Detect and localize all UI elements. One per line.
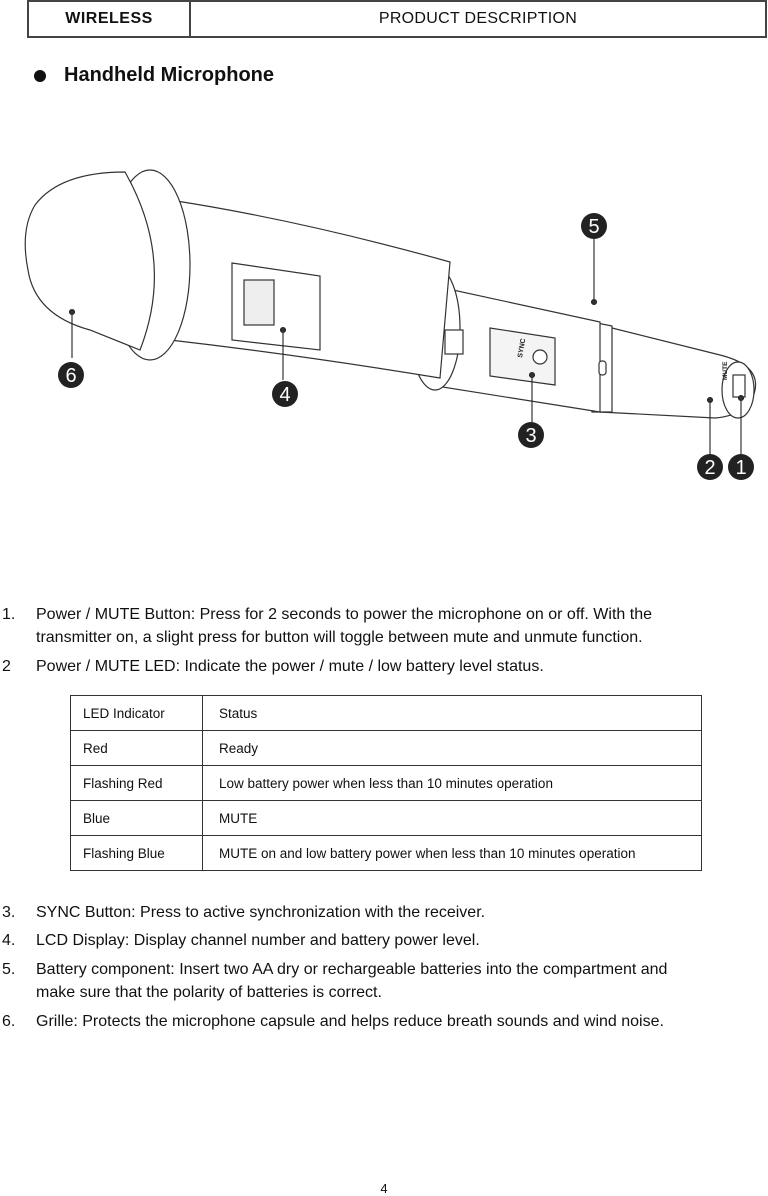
callout-5-label: 5 <box>588 216 599 238</box>
header-cell: LED Indicator <box>70 695 203 731</box>
item-text: Power / MUTE Button: Press for 2 seconds… <box>36 606 652 623</box>
item-text: Grille: Protects the microphone capsule … <box>36 1013 664 1030</box>
section-title: Handheld Microphone <box>64 64 274 86</box>
leader-dot <box>528 371 536 379</box>
item-text: make sure that the polarity of batteries… <box>36 984 382 1001</box>
header-cell: Status <box>202 695 702 731</box>
callout-5: 5 <box>581 213 607 239</box>
leader-dot <box>590 298 598 306</box>
table-row: Blue MUTE <box>70 800 702 836</box>
table-cell: MUTE <box>202 800 702 836</box>
led-status-table: LED Indicator Status Red Ready Flashing … <box>70 695 702 871</box>
section-heading: Handheld Microphone <box>34 64 274 87</box>
sync-label: SYNC <box>517 338 527 358</box>
item-number: 5. <box>2 961 16 978</box>
item-text: transmitter on, a slight press for butto… <box>36 629 643 646</box>
item-number: 2 <box>2 658 11 675</box>
table-cell: Red <box>70 730 203 766</box>
table-cell: Low battery power when less than 10 minu… <box>202 765 702 801</box>
item-text: LCD Display: Display channel number and … <box>36 932 480 949</box>
bullet-icon <box>34 69 46 82</box>
page-number: 4 <box>380 1181 388 1196</box>
callout-6-label: 6 <box>65 365 76 387</box>
mute-label: MUTE <box>722 361 729 380</box>
callout-2-label: 2 <box>704 457 715 479</box>
header-table: WIRELESS PRODUCT DESCRIPTION <box>27 0 767 38</box>
leader-dot <box>737 394 745 402</box>
header-title: PRODUCT DESCRIPTION <box>378 10 578 27</box>
table-cell: Flashing Blue <box>70 835 203 871</box>
item-number: 3. <box>2 904 16 921</box>
callout-1: 1 <box>728 454 754 480</box>
callout-2: 2 <box>697 454 723 480</box>
callout-1-label: 1 <box>735 457 746 479</box>
item-text: SYNC Button: Press to active synchroniza… <box>36 904 486 921</box>
item-text: Power / MUTE LED: Indicate the power / m… <box>36 658 544 675</box>
item-number: 4. <box>2 932 16 949</box>
table-cell: Ready <box>202 730 702 766</box>
leader-dot <box>706 396 714 404</box>
table-cell: Blue <box>70 800 203 836</box>
header-category: WIRELESS <box>29 2 191 36</box>
table-row: Red Ready <box>70 730 702 766</box>
callout-4: 4 <box>272 381 298 407</box>
microphone-diagram: SYNC MUTE 1 2 3 4 5 6 <box>24 169 757 480</box>
microphone-illustration <box>24 169 757 419</box>
callout-4-label: 4 <box>279 384 290 406</box>
table-header-row: LED Indicator Status <box>70 695 702 731</box>
item-number: 1. <box>2 606 16 623</box>
callout-3-label: 3 <box>525 425 536 447</box>
leader-dot <box>68 308 76 316</box>
table-cell: MUTE on and low battery power when less … <box>202 835 702 871</box>
leader-lines <box>68 238 745 455</box>
table-row: Flashing Red Low battery power when less… <box>70 765 702 801</box>
item-number: 6. <box>2 1013 16 1030</box>
callout-6: 6 <box>58 362 84 388</box>
table-cell: Flashing Red <box>70 765 203 801</box>
table-row: Flashing Blue MUTE on and low battery po… <box>70 835 702 871</box>
callout-3: 3 <box>518 422 544 448</box>
item-text: Battery component: Insert two AA dry or … <box>36 961 668 978</box>
leader-dot <box>279 326 287 334</box>
